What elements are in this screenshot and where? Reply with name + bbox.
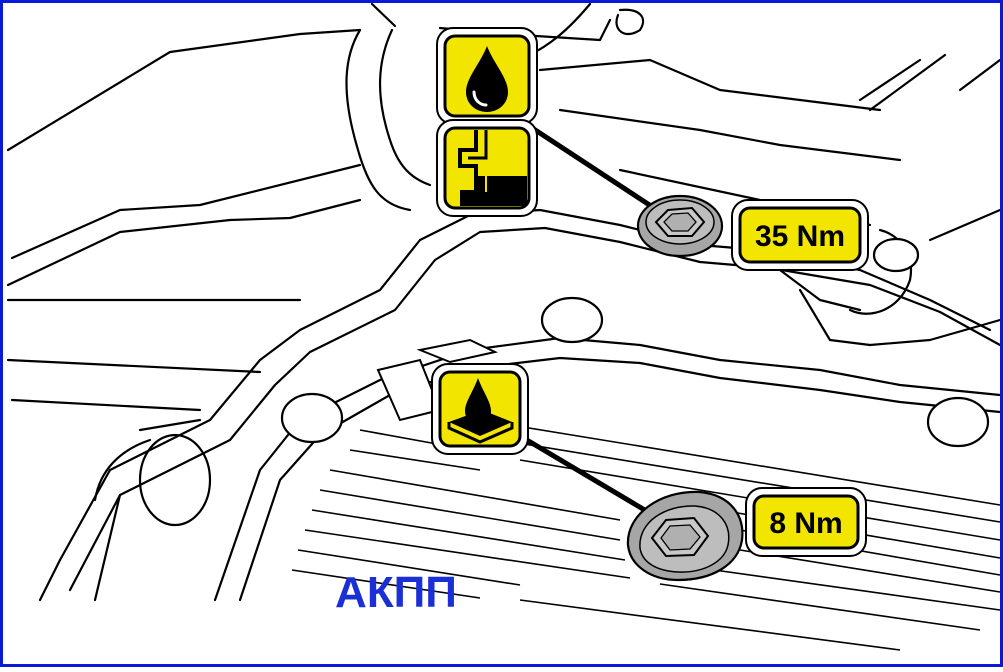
oil-drain-icon bbox=[431, 363, 529, 455]
bolt-bosses bbox=[280, 237, 990, 448]
oil-fill-level-icon bbox=[436, 119, 538, 217]
lower-torque-text: 8 Nm bbox=[769, 507, 842, 540]
upper-torque-text: 35 Nm bbox=[755, 220, 845, 253]
drain-plug-bolt bbox=[626, 490, 744, 582]
fill-plug-bolt bbox=[636, 194, 724, 258]
caption-text: АКПП bbox=[335, 568, 457, 617]
pan-tab bbox=[376, 338, 499, 422]
oil-drop-icon bbox=[436, 27, 538, 125]
lower-torque-label: 8 Nm bbox=[745, 487, 867, 557]
upper-torque-label: 35 Nm bbox=[731, 199, 869, 271]
